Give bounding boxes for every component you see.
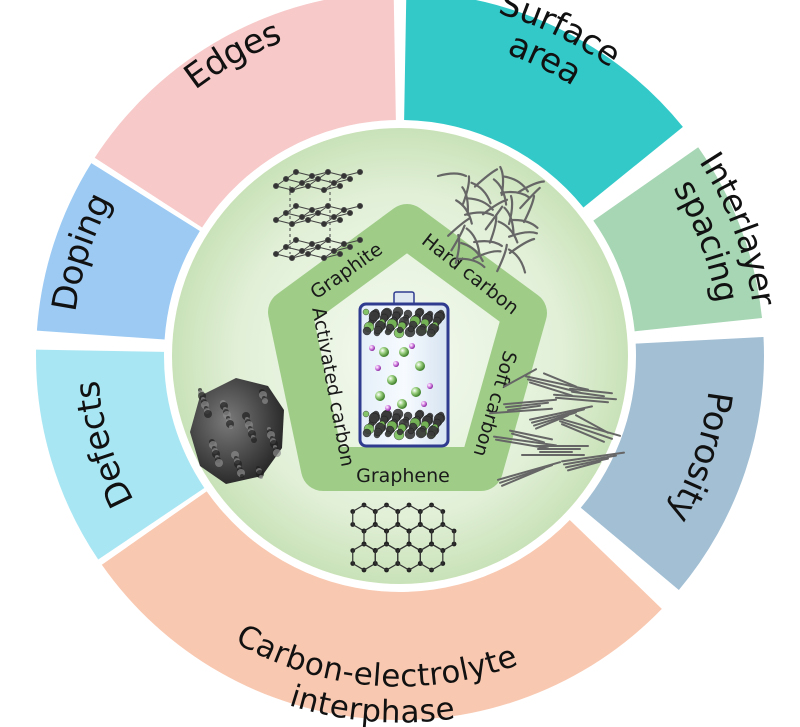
property-ring bbox=[36, 0, 765, 720]
ring-segment-porosity bbox=[580, 336, 765, 590]
pentagon-band bbox=[268, 204, 547, 491]
bottom-electrode bbox=[362, 408, 446, 441]
ring-segment-interlayer-spacing bbox=[593, 147, 763, 332]
activated-carbon-illustration bbox=[190, 378, 284, 484]
graphene-label: Graphene bbox=[356, 465, 450, 487]
ring-segment-defects bbox=[36, 349, 205, 560]
graphene-illustration bbox=[350, 502, 457, 573]
ring-segment-surface-area bbox=[404, 0, 683, 208]
ring-segment-doping bbox=[36, 163, 200, 340]
ring-segment-carbon-electrolyte-interphase bbox=[101, 491, 662, 720]
top-electrode bbox=[362, 306, 446, 339]
hard-carbon-illustration bbox=[436, 165, 545, 274]
graphite-structure-illustration bbox=[273, 169, 363, 261]
ring-segment-edges bbox=[94, 0, 396, 228]
ions bbox=[369, 343, 433, 411]
soft-carbon-illustration bbox=[489, 368, 625, 487]
battery-icon bbox=[358, 291, 450, 448]
